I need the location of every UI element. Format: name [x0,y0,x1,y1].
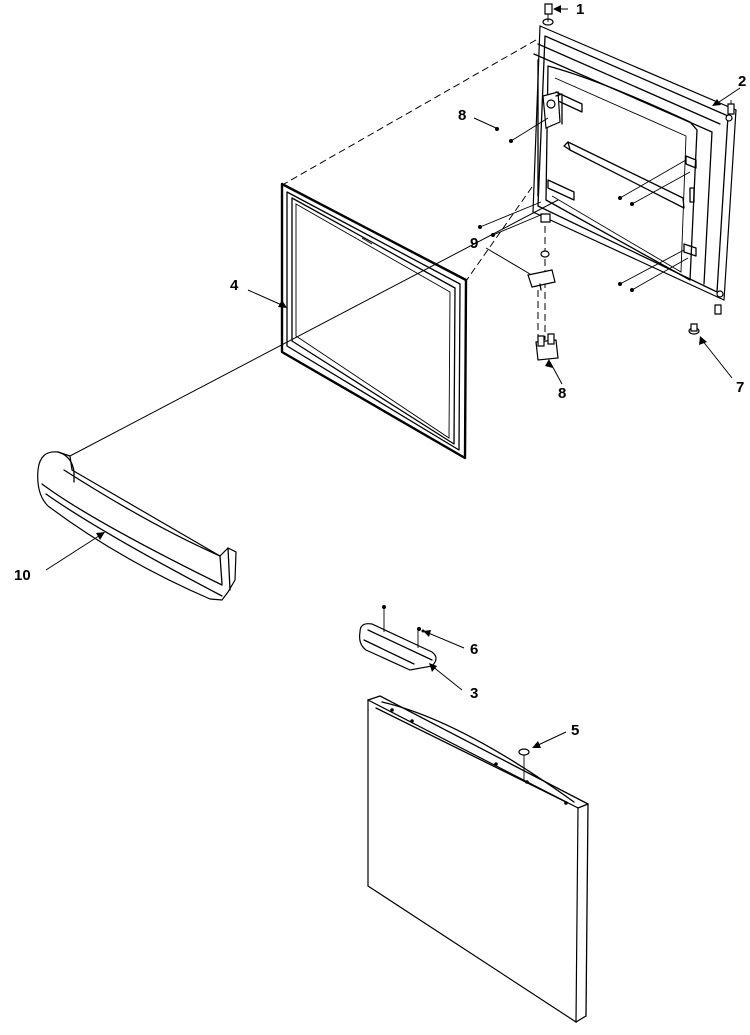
projection-lines [283,39,537,282]
callout-9: 9 [470,235,478,252]
callout-10: 10 [14,567,31,584]
door-shelf-bin [37,451,237,601]
bin-mounting-line [69,199,559,457]
lower-hinge-screw [688,304,722,335]
callout-1: 1 [576,1,584,18]
door-handle [359,605,437,671]
drawer-front-panel [367,695,589,1024]
inner-door-panel [478,25,737,301]
callout-leaders [45,5,741,748]
callout-3: 3 [470,685,478,702]
callout-4: 4 [230,277,239,294]
bottom-hinge-assembly [527,226,559,361]
door-gasket [280,182,468,460]
top-hinge-screw [542,3,554,26]
corner-screw-icon [727,100,735,115]
callout-8-top: 8 [458,107,466,124]
callout-2: 2 [738,73,746,90]
callout-6: 6 [470,641,478,658]
callout-8-bottom: 8 [558,385,566,402]
callout-5: 5 [571,722,579,739]
callout-7: 7 [736,379,744,396]
